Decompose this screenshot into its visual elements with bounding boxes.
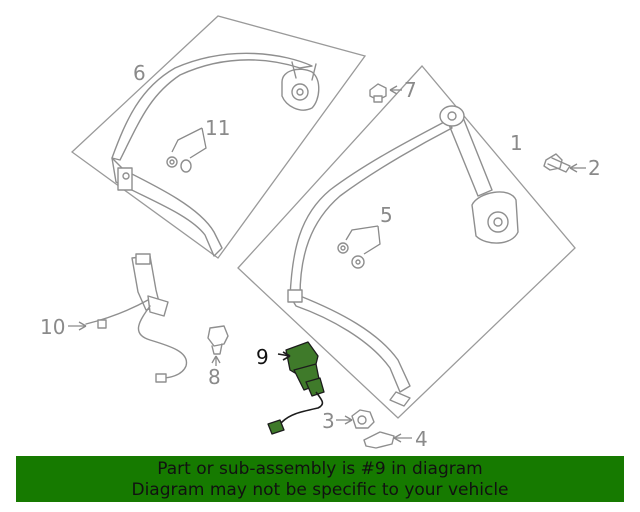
banner-line-2: Diagram may not be specific to your vehi… [131, 480, 509, 500]
belt-lower-6 [111, 157, 223, 257]
belt-lower-1 [289, 295, 411, 393]
part-3-nut[interactable] [336, 409, 375, 429]
info-banner: Part or sub-assembly is #9 in diagram Di… [16, 456, 624, 502]
part-5-hardware[interactable] [337, 225, 381, 269]
part-2-bolt[interactable] [543, 153, 586, 173]
part-1-assembly[interactable] [237, 65, 576, 419]
callout-3: 3 [322, 409, 335, 433]
callout-1: 1 [510, 131, 523, 155]
callout-5: 5 [380, 203, 393, 227]
retractor-1 [471, 191, 519, 244]
part-7-bolt[interactable] [369, 83, 402, 103]
belt-upper-1 [289, 119, 453, 299]
part-9-buckle-highlighted[interactable] [267, 341, 325, 435]
anchor-1 [287, 289, 303, 303]
washer-11b [180, 159, 192, 173]
nut-11a [166, 156, 178, 168]
part-11-hardware[interactable] [166, 127, 207, 173]
panel-left [70, 15, 367, 259]
callout-4: 4 [415, 427, 428, 451]
callout-7: 7 [404, 78, 417, 102]
belt-upper-6 [111, 52, 313, 161]
callout-8: 8 [208, 365, 221, 389]
banner-line-1: Part or sub-assembly is #9 in diagram [157, 459, 483, 479]
part-4-bracket[interactable] [363, 431, 412, 449]
callout-10: 10 [40, 315, 65, 339]
panel-right [237, 65, 576, 419]
callout-6: 6 [133, 61, 146, 85]
washer-5b [351, 255, 365, 269]
callout-2: 2 [588, 156, 601, 180]
callout-11: 11 [205, 116, 230, 140]
nut-5a [337, 242, 349, 254]
part-6-assembly[interactable] [70, 15, 367, 259]
part-10-buckle[interactable] [68, 253, 188, 383]
part-8-clip[interactable] [207, 325, 229, 366]
callout-9: 9 [256, 345, 269, 369]
